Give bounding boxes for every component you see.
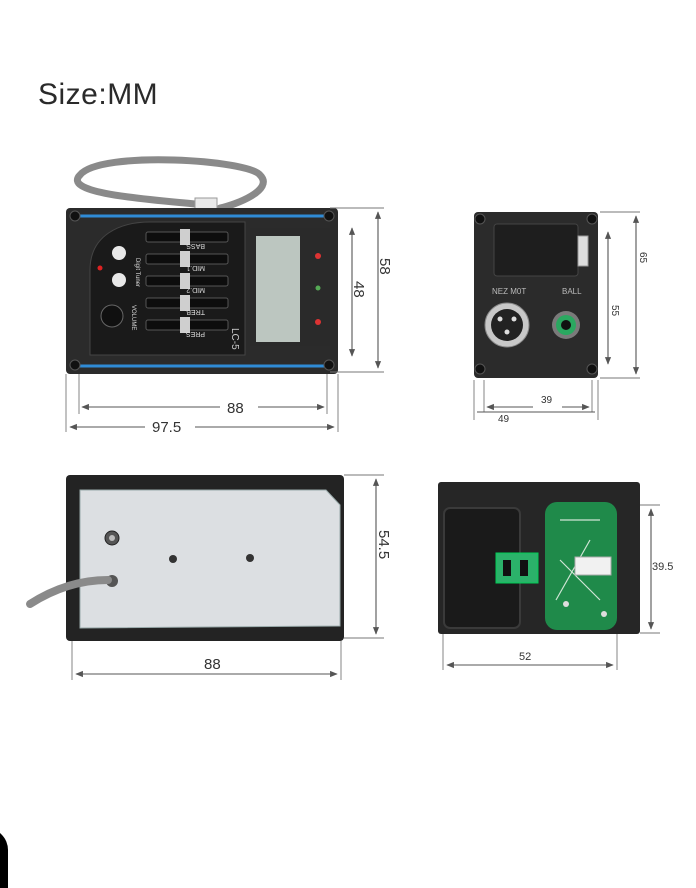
tuner-button-icon (112, 273, 126, 287)
slider-label-mid2: MID.2 (186, 286, 205, 293)
mount-hole-icon (246, 554, 254, 562)
corner-shape (0, 828, 8, 888)
dim-label-jack-back-width: 52 (519, 651, 531, 663)
connector-header (574, 556, 612, 576)
slider-label-mid1: MID.1 (186, 264, 205, 271)
screw-icon (323, 359, 335, 371)
dim-label-width-inner: 88 (227, 400, 244, 417)
dim-label-jack-width-inner: 39 (541, 395, 553, 406)
dim-label-jack-back-height: 39.5 (652, 561, 673, 573)
mount-hole-icon (169, 555, 177, 563)
tuner-button-icon (112, 246, 126, 260)
screw-icon (69, 359, 81, 371)
tuner-label: Digit Tuner (134, 258, 140, 287)
dim-label-jack-height-outer: 65 (637, 252, 648, 264)
dim-label-height-inner: 48 (350, 281, 367, 298)
model-label: LC-5 (229, 328, 240, 350)
back-cable (26, 576, 112, 608)
jack-label-jack: BALL (562, 287, 582, 296)
volume-knob-icon (100, 304, 124, 328)
dim-label-back-height: 54.5 (375, 530, 392, 559)
battery-door (493, 223, 579, 277)
dim-label-height-outer: 58 (376, 258, 393, 275)
preamp-back-view: 54.5 88 (26, 474, 392, 680)
jack-label-xlr: NEZ M0T (492, 287, 526, 296)
jack-front-view: NEZ M0T BALL 65 55 39 49 (473, 211, 648, 425)
page-title: Size:MM (38, 78, 159, 111)
dim-label-back-width: 88 (204, 656, 221, 673)
slider-label-bass: BASS (186, 242, 205, 249)
xlr-back-connector (495, 552, 539, 584)
screw-icon (323, 210, 335, 222)
dim-label-jack-height-inner: 55 (609, 305, 620, 317)
jack-back-view: 39.5 52 (438, 482, 673, 670)
dim-label-jack-width-outer: 49 (498, 414, 510, 425)
screw-icon (69, 210, 81, 222)
metal-backplate (79, 489, 341, 629)
lcd-screen (256, 236, 300, 342)
preamp-cable (73, 156, 267, 212)
slider-label-pres: PRES. (184, 330, 205, 337)
dim-label-width-outer: 97.5 (152, 419, 181, 436)
slider-label-treb: TREB. (184, 308, 205, 315)
eq-sliders (145, 229, 229, 333)
preamp-front-view: BASS MID.1 MID.2 TREB. PRES. Digit Tuner… (65, 156, 393, 436)
volume-label: VOLUME (130, 305, 136, 330)
